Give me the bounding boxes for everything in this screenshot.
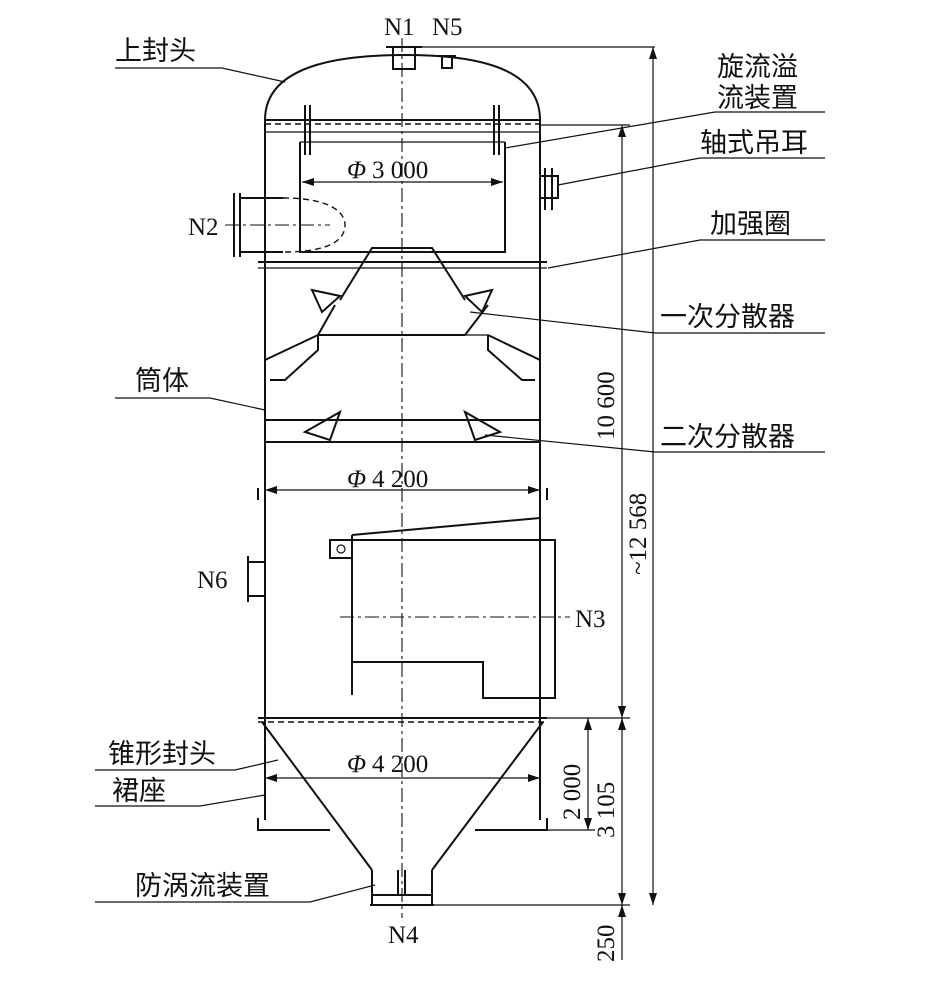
- swirl-box: [299, 142, 506, 253]
- label-shell: 筒体: [135, 366, 189, 397]
- dim-shell-height: 10 600: [593, 371, 620, 440]
- total-arrow-bottom: [649, 893, 657, 905]
- n3-bracket: [329, 539, 353, 559]
- leader-anti-vortex: [95, 884, 376, 903]
- cone-arrow-top: [584, 718, 592, 730]
- n3-box-top: [351, 517, 541, 695]
- base-arrow: [618, 905, 626, 917]
- dia-top-arrow-right: [491, 178, 503, 186]
- primary-vane-left: [310, 288, 343, 314]
- label-lifting-lug: 轴式吊耳: [700, 128, 808, 159]
- primary-skirt: [270, 335, 535, 381]
- label-skirt: 裙座: [112, 776, 166, 807]
- leader-shell: [115, 397, 266, 411]
- dia-top-phi: Φ: [347, 157, 366, 184]
- leader-primary: [469, 311, 825, 334]
- skirt-h-arrow-top: [618, 718, 626, 730]
- dia-bottom-phi: Φ: [347, 751, 366, 778]
- label-primary-disperser: 一次分散器: [660, 302, 795, 333]
- dia-mid-arrow-right: [528, 486, 540, 494]
- label-anti-vortex: 防涡流装置: [135, 871, 270, 902]
- secondary-vane-right: [463, 409, 503, 442]
- n2-pipe: [240, 197, 283, 253]
- dim-total-height: ~12 568: [625, 493, 652, 575]
- total-arrow-top: [649, 47, 657, 59]
- lifting-lug: [539, 175, 559, 199]
- n6-nozzle: [247, 561, 266, 597]
- nozzle-n3: N3: [575, 606, 606, 633]
- cone-arrow-bottom: [584, 818, 592, 830]
- secondary-vane-left: [302, 409, 342, 442]
- dim-cone-height: 2 000: [559, 764, 586, 820]
- leader-secondary: [484, 434, 825, 453]
- n3-bracket-hole: [336, 544, 346, 554]
- nozzle-n6: N6: [197, 567, 228, 594]
- shell-arrow-bottom: [618, 706, 626, 718]
- label-upper-head: 上封头: [115, 36, 196, 67]
- n3-box: [352, 539, 556, 699]
- leader-lug: [557, 157, 825, 186]
- leader-swirl: [504, 111, 825, 149]
- nozzle-n4: N4: [388, 922, 419, 949]
- upper-head-dome: [264, 53, 541, 121]
- label-conical-head: 锥形封头: [108, 739, 216, 770]
- dia-bottom-arrow-right: [528, 774, 540, 782]
- dia-mid-phi: Φ: [347, 466, 366, 493]
- conical-head: [261, 721, 544, 871]
- primary-vane-right: [462, 288, 494, 314]
- leader-ring: [547, 239, 825, 269]
- dia-top-value: 3 000: [372, 157, 428, 184]
- primary-baffle: [264, 334, 541, 361]
- leader-skirt: [95, 794, 266, 807]
- n1-nozzle: [392, 46, 416, 70]
- dia-mid-arrow-left: [265, 486, 277, 494]
- label-swirl-line2: 流装置: [717, 83, 798, 114]
- label-stiffening-ring: 加强圈: [710, 209, 791, 240]
- dia-top-arrow-left: [302, 178, 314, 186]
- skirt-h-arrow-bottom: [618, 893, 626, 905]
- n2-inner-curve: [282, 197, 346, 253]
- label-secondary-disperser: 二次分散器: [660, 422, 795, 453]
- nozzle-n2: N2: [188, 214, 219, 241]
- dia-bottom-value: 4 200: [372, 751, 428, 778]
- dim-skirt-height: 3 105: [593, 782, 620, 838]
- leader-upper-head: [115, 67, 286, 83]
- dim-base-offset: 250: [593, 925, 620, 963]
- label-swirl-line1: 旋流溢: [717, 52, 798, 83]
- nozzle-n1: N1: [384, 14, 415, 41]
- primary-cone-mid: [316, 304, 489, 336]
- dia-bottom-arrow-left: [265, 774, 277, 782]
- leader-cone: [95, 759, 279, 771]
- shell-arrow-top: [618, 125, 626, 137]
- nozzle-n5: N5: [432, 14, 463, 41]
- dia-mid-value: 4 200: [372, 466, 428, 493]
